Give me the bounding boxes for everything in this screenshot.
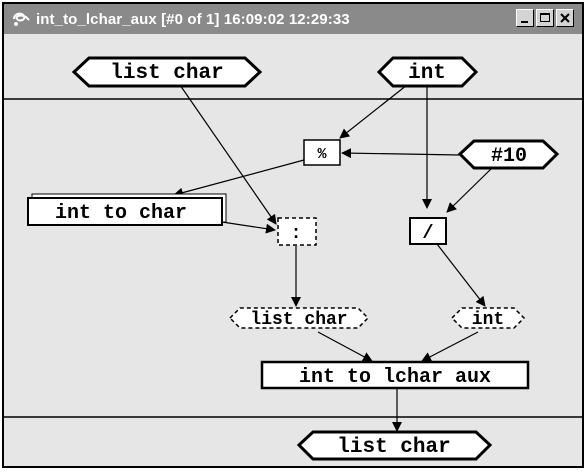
close-icon bbox=[560, 13, 570, 23]
edge-int-to-mod bbox=[339, 84, 408, 139]
edge-midint-to-call bbox=[421, 331, 479, 362]
window-title: int_to_lchar_aux [#0 of 1] 16:09:02 12:2… bbox=[36, 10, 350, 28]
mod-operator-node[interactable]: % bbox=[303, 139, 341, 166]
minimize-icon bbox=[521, 21, 528, 23]
cons-operator-node[interactable]: : bbox=[277, 217, 317, 246]
div-operator-node[interactable]: / bbox=[409, 217, 447, 245]
title-bar[interactable]: int_to_lchar_aux [#0 of 1] 16:09:02 12:2… bbox=[4, 4, 582, 34]
edge-midlist-to-call bbox=[317, 331, 373, 362]
minimize-button[interactable] bbox=[516, 9, 534, 27]
const-10-label: #10 bbox=[491, 145, 527, 168]
cons-operator-label: : bbox=[291, 224, 302, 244]
input-list-char-node[interactable]: list char bbox=[71, 56, 263, 88]
edge-const-to-mod bbox=[341, 148, 461, 159]
graph-icon bbox=[10, 8, 32, 30]
input-int-node[interactable]: int bbox=[376, 56, 479, 88]
recursive-call-node[interactable]: int to lchar aux bbox=[260, 360, 530, 390]
mid-int-label: int bbox=[472, 310, 504, 330]
mid-list-char-node[interactable]: list char bbox=[228, 307, 370, 330]
close-button[interactable] bbox=[556, 9, 574, 27]
recursive-call-label: int to lchar aux bbox=[299, 366, 491, 389]
int-to-char-node[interactable]: int to char bbox=[27, 193, 227, 226]
div-operator-label: / bbox=[422, 222, 433, 244]
int-to-char-label: int to char bbox=[55, 202, 187, 225]
edges bbox=[173, 84, 493, 432]
dataflow-graph: list char int % #10 int to char : bbox=[4, 56, 582, 461]
edge-const-to-div bbox=[446, 167, 493, 213]
input-int-label: int bbox=[408, 62, 446, 85]
maximize-icon bbox=[540, 13, 550, 22]
output-list-char-node[interactable]: list char bbox=[296, 430, 493, 461]
const-10-node[interactable]: #10 bbox=[457, 139, 560, 170]
edge-list-to-cons bbox=[179, 84, 277, 225]
edge-mod-to-inttochar bbox=[173, 159, 305, 198]
mid-int-node[interactable]: int bbox=[450, 307, 526, 330]
edge-div-to-midint bbox=[436, 243, 486, 307]
window-controls bbox=[514, 9, 574, 27]
input-list-char-label: list char bbox=[110, 62, 223, 85]
edge-inttochar-to-cons bbox=[221, 221, 276, 234]
output-list-char-label: list char bbox=[337, 436, 450, 459]
mod-operator-label: % bbox=[317, 146, 327, 163]
mid-list-char-label: list char bbox=[250, 310, 347, 330]
maximize-button[interactable] bbox=[536, 9, 554, 27]
